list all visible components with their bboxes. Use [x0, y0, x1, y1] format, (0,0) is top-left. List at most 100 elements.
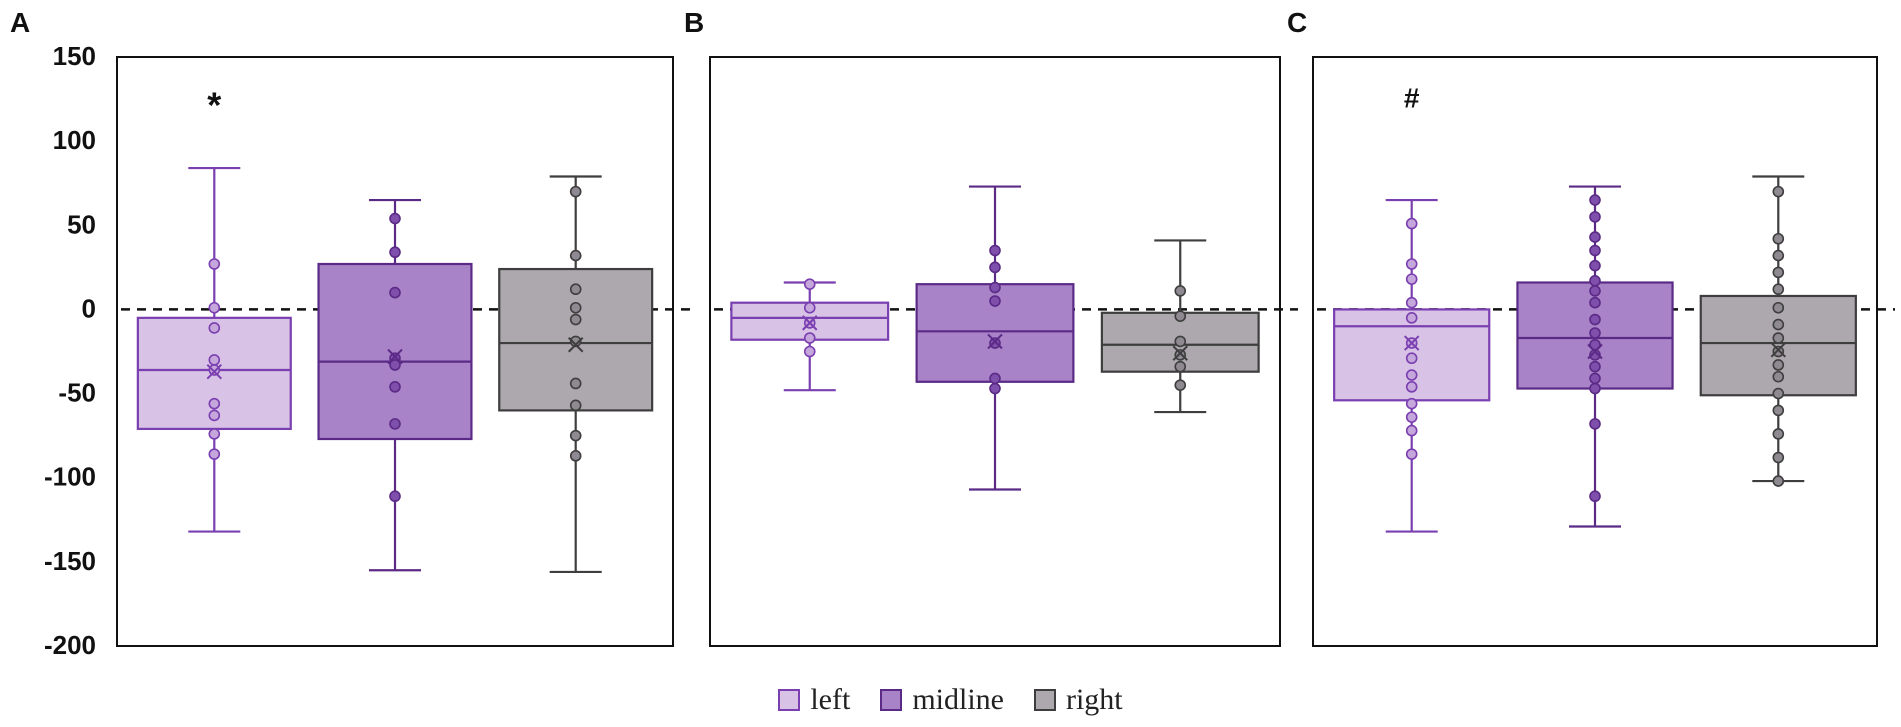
data-point-midline: [1589, 194, 1601, 206]
panel-frame-A: [116, 56, 674, 647]
data-point-left: [1405, 217, 1418, 230]
data-point-midline: [1589, 372, 1601, 385]
mean-marker-right: [567, 337, 584, 353]
legend-item-midline: midline: [880, 683, 1004, 717]
data-point-midline: [989, 281, 1001, 294]
data-point-midline: [1589, 285, 1601, 297]
data-point-midline: [989, 244, 1001, 257]
data-point-midline: [389, 381, 401, 393]
data-point-right: [569, 249, 582, 262]
data-point-right: [569, 313, 582, 326]
data-point-midline: [389, 490, 401, 503]
y-tick-label: -200: [44, 630, 96, 660]
mean-marker-right: [1172, 345, 1188, 361]
panel-label-A: A: [10, 7, 30, 38]
legend-item-right: right: [1033, 683, 1123, 717]
data-point-midline: [1589, 490, 1601, 503]
data-point-right: [569, 185, 582, 198]
data-point-left: [1405, 296, 1418, 309]
data-point-right: [1772, 345, 1785, 358]
data-point-left: [1405, 352, 1418, 365]
data-point-right: [1772, 185, 1785, 198]
mean-marker-left: [1403, 335, 1420, 351]
panel-frame-B: [709, 56, 1281, 647]
data-point-left: [208, 301, 221, 314]
data-point-left: [1405, 448, 1418, 460]
data-point-left: [1405, 411, 1418, 423]
data-point-right: [1772, 301, 1785, 314]
panel-label-B: B: [684, 7, 704, 38]
data-point-left: [208, 364, 221, 376]
data-point-left: [208, 258, 221, 270]
data-point-midline: [989, 372, 1001, 385]
data-point-right: [1772, 232, 1785, 245]
panel-label-C: C: [1287, 7, 1307, 38]
data-point-left: [208, 354, 221, 366]
data-point-right: [569, 450, 582, 462]
data-point-midline: [1589, 244, 1601, 257]
data-point-right: [1772, 283, 1785, 296]
y-tick-label: -100: [44, 462, 96, 492]
mean-marker-midline: [987, 333, 1003, 350]
legend-item-left: left: [778, 683, 850, 717]
data-point-right: [569, 283, 582, 296]
data-point-midline: [989, 261, 1001, 274]
data-point-midline: [1589, 313, 1601, 326]
data-point-right: [1772, 475, 1785, 487]
significance-annotation: #: [1404, 82, 1420, 113]
data-point-midline: [1589, 349, 1601, 361]
data-point-right: [1174, 360, 1187, 373]
data-point-midline: [1589, 382, 1601, 395]
data-point-midline: [989, 382, 1001, 395]
data-point-right: [1772, 332, 1785, 344]
legend-label-midline: midline: [912, 683, 1004, 716]
legend-label-right: right: [1065, 683, 1123, 716]
data-point-right: [1174, 335, 1187, 348]
mean-marker-midline: [1587, 343, 1603, 360]
data-point-right: [1772, 359, 1785, 371]
data-point-right: [1174, 379, 1187, 391]
data-point-right: [1772, 318, 1785, 331]
legend-label-left: left: [810, 683, 851, 716]
data-point-left: [803, 345, 816, 358]
data-point-left: [803, 278, 816, 290]
data-point-left: [208, 448, 221, 460]
data-point-right: [1772, 428, 1785, 440]
data-point-left: [208, 409, 221, 422]
panel-frame-C: [1312, 56, 1878, 647]
data-point-midline: [389, 359, 401, 371]
mean-marker-right: [1770, 342, 1787, 358]
legend: left midline right: [0, 675, 1901, 725]
data-point-midline: [1589, 296, 1601, 309]
data-point-right: [569, 399, 582, 412]
data-point-left: [1405, 381, 1418, 393]
data-point-left: [208, 397, 221, 410]
data-point-left: [1405, 273, 1418, 285]
data-point-left: [208, 428, 221, 440]
data-point-right: [1174, 349, 1187, 361]
data-point-midline: [989, 295, 1001, 307]
data-point-right: [1772, 249, 1785, 262]
data-point-left: [1405, 424, 1418, 437]
data-point-right: [569, 429, 582, 442]
data-point-right: [1772, 451, 1785, 464]
data-point-right: [1772, 266, 1785, 279]
mean-marker-left: [802, 315, 818, 331]
data-point-right: [1772, 387, 1785, 400]
data-point-left: [803, 301, 816, 314]
y-tick-label: 150: [53, 41, 96, 71]
y-tick-label: -50: [58, 378, 96, 408]
data-point-midline: [389, 246, 401, 259]
data-point-right: [569, 335, 582, 348]
data-point-right: [1772, 370, 1785, 383]
data-point-left: [1405, 258, 1418, 270]
data-point-left: [1405, 312, 1418, 324]
mean-marker-midline: [387, 348, 403, 365]
data-point-midline: [989, 337, 1001, 349]
legend-swatch-right: [1033, 689, 1056, 711]
mean-marker-left: [206, 363, 223, 380]
legend-swatch-left: [778, 689, 801, 711]
data-point-left: [803, 332, 816, 344]
data-point-right: [569, 377, 582, 390]
data-point-right: [1772, 404, 1785, 417]
